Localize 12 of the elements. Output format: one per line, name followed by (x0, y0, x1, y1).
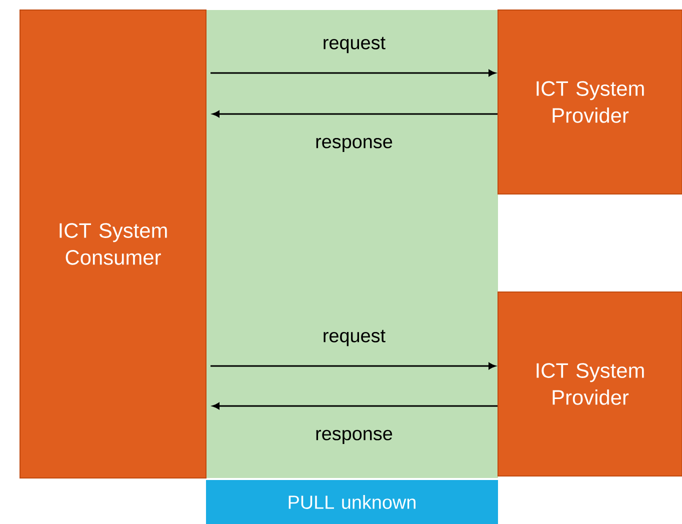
provider-box: ICT System Provider (498, 292, 682, 476)
edge-label: request (324, 330, 386, 346)
arrow (212, 110, 498, 118)
provider-box: ICT System Provider (498, 10, 682, 194)
edge-label: request (324, 36, 386, 54)
consumer-box: ICT System Consumer (20, 10, 206, 478)
status-box: PULL unknown (206, 480, 498, 524)
edge-label: response (316, 430, 392, 444)
arrow (210, 362, 496, 370)
edge-label: response (316, 138, 392, 152)
arrow (212, 402, 498, 410)
arrow (210, 70, 496, 76)
